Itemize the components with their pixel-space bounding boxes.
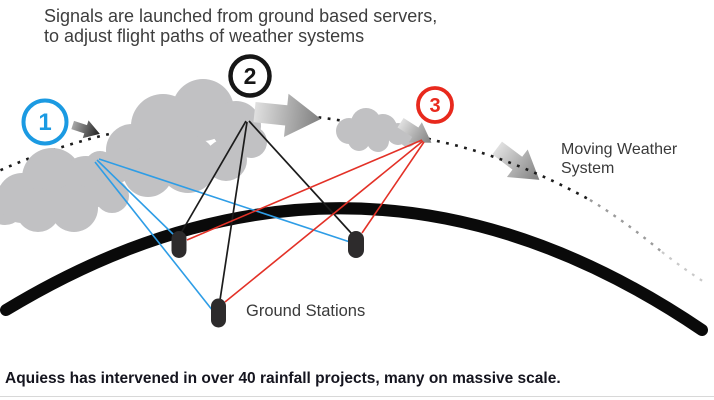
motion-arrow-2: [253, 93, 321, 138]
ground-stations-label: Ground Stations: [246, 302, 366, 320]
footer-statement: Aquiess has intervened in over 40 rainfa…: [5, 370, 561, 387]
step-marker-3-number: 3: [429, 95, 440, 117]
signal-line-black-station-b: [219, 121, 248, 301]
step-marker-2: 2: [228, 54, 272, 98]
earth-arc: [0, 202, 708, 336]
cloud-3: [336, 108, 416, 152]
step-marker-1-circle: [21, 98, 69, 146]
signal-line-black-station-a: [180, 120, 247, 234]
diagram-caption-line2: to adjust flight paths of weather system…: [44, 26, 365, 46]
cloud-2: [98, 79, 267, 197]
trajectory-dotted-tail-fade: [589, 198, 663, 253]
diagram-caption-line1: Signals are launched from ground based s…: [44, 6, 438, 26]
ground-station-b: [211, 298, 226, 328]
signal-line-red-station-c: [361, 141, 425, 234]
signal-line-black-station-c: [248, 120, 353, 235]
motion-arrow-3: [397, 117, 432, 143]
signal-lines-blue: [94, 158, 351, 312]
ground-stations-group: [171, 231, 364, 328]
step-marker-2-circle: [228, 54, 272, 98]
ground-station-a: [171, 231, 187, 258]
motion-arrow-1: [71, 120, 100, 139]
moving-weather-label-line1: Moving Weather: [561, 141, 678, 158]
signal-line-blue-station-a: [96, 159, 176, 237]
signal-lines-black: [180, 120, 353, 301]
step-marker-3-circle: [416, 86, 454, 124]
step-marker-1-number: 1: [38, 109, 51, 136]
diagram-caption: Signals are launched from ground based s…: [44, 6, 437, 46]
signal-line-red-station-b: [224, 140, 424, 303]
ground-station-c: [348, 231, 364, 258]
signal-line-red-station-a: [186, 139, 423, 241]
step-marker-3: 3: [416, 86, 454, 124]
moving-weather-label-line2: System: [561, 160, 615, 177]
signal-lines-red: [186, 139, 425, 303]
trajectory-dotted-tail: [436, 139, 591, 202]
step-marker-2-number: 2: [244, 63, 257, 89]
motion-arrow-4: [492, 141, 540, 180]
signal-line-blue-station-c: [98, 158, 351, 243]
moving-weather-system-label: Moving Weather System: [561, 140, 677, 178]
step-marker-1: 1: [21, 98, 69, 146]
bottom-divider: [0, 396, 714, 397]
signal-line-blue-station-b: [94, 161, 214, 312]
trajectory-dotted-tail-faint: [661, 251, 705, 283]
